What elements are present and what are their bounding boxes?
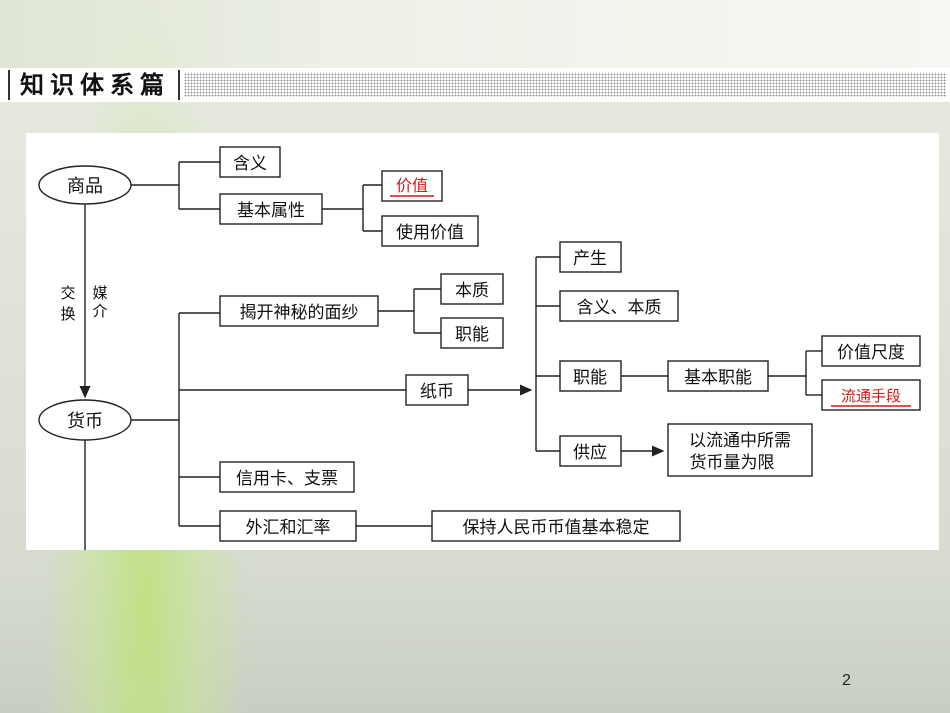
node-credit-card: 信用卡、支票 [219,461,355,493]
node-stable-rmb-label: 保持人民币币值基本稳定 [463,518,650,538]
node-circulation-label: 流通手段 [841,387,901,405]
node-stable-rmb: 保持人民币币值基本稳定 [431,510,681,542]
node-paper-money-label: 纸币 [420,382,454,402]
node-basic-attr-label: 基本属性 [237,201,305,221]
node-basic-attr: 基本属性 [219,193,323,225]
node-value-measure: 价值尺度 [821,335,921,367]
label-medium-1: 媒 [92,284,107,302]
node-supply-limit: 以流通中所需 货币量为限 [667,423,813,477]
node-use-value-label: 使用价值 [396,222,464,243]
node-value: 价值 [381,170,443,202]
node-supply-label: 供应 [573,443,607,463]
node-value-label: 价值 [396,176,428,195]
node-currency: 货币 [38,399,132,441]
page-number: 2 [842,672,851,689]
node-essence: 本质 [440,273,504,305]
node-function-2: 职能 [559,360,622,392]
node-supply-limit-line1: 以流通中所需 [689,431,791,451]
diagram-panel: 商品 货币 交 换 媒 介 含义 基本属性 价值 使用价值 [26,133,939,550]
node-forex-label: 外汇和汇率 [246,518,331,538]
node-commodity: 商品 [38,165,132,205]
node-paper-money: 纸币 [405,374,469,406]
node-basic-function: 基本职能 [667,360,769,392]
node-value-measure-label: 价值尺度 [837,343,905,363]
section-title: 知识体系篇 [8,70,180,100]
node-currency-label: 货币 [67,411,103,432]
node-commodity-label: 商品 [67,176,103,197]
node-meaning-essence-label: 含义、本质 [577,298,662,318]
node-unveil: 揭开神秘的面纱 [219,295,379,327]
node-meaning-label: 含义 [233,154,267,174]
node-origin: 产生 [559,241,622,273]
node-function-1: 职能 [440,317,504,349]
node-unveil-label: 揭开神秘的面纱 [240,303,359,323]
label-exchange-1: 交 [60,284,75,302]
label-exchange-2: 换 [60,305,75,323]
node-circulation: 流通手段 [821,379,921,411]
node-meaning: 含义 [219,146,281,178]
node-basic-function-label: 基本职能 [684,368,752,388]
node-function-1-label: 职能 [455,325,489,345]
node-function-2-label: 职能 [573,368,607,388]
connectors [79,161,822,550]
node-meaning-essence: 含义、本质 [559,290,679,322]
node-credit-card-label: 信用卡、支票 [236,469,338,489]
node-origin-label: 产生 [573,249,607,269]
node-forex: 外汇和汇率 [219,510,357,542]
node-essence-label: 本质 [455,281,489,301]
label-medium-2: 介 [92,302,107,320]
header-dot-pattern [184,73,946,97]
node-supply-limit-line2: 货币量为限 [690,453,775,473]
knowledge-map: 商品 货币 交 换 媒 介 含义 基本属性 价值 使用价值 [38,146,921,550]
node-supply: 供应 [559,435,622,467]
node-use-value: 使用价值 [381,215,479,247]
